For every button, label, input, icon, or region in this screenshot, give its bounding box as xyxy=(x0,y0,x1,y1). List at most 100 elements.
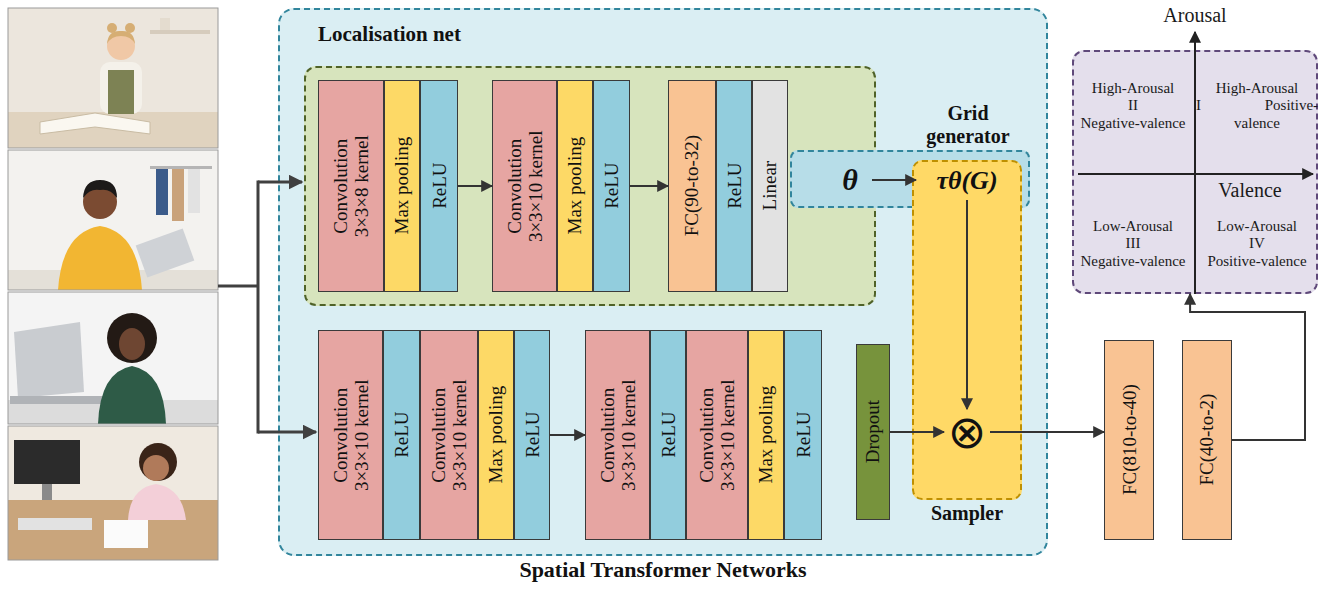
illustration-rect xyxy=(18,518,92,530)
fc-layer: FC(90-to-32) xyxy=(668,80,716,292)
relu-layer: ReLU xyxy=(716,80,752,292)
layer-label: Convolution 3×3×10 kernel xyxy=(503,125,546,247)
arousal-axis xyxy=(1194,32,1196,294)
input-arrow xyxy=(258,181,302,184)
connector-arrow xyxy=(872,179,916,181)
multiply-symbol: ⊗ xyxy=(944,409,990,455)
layer-label: ReLU xyxy=(601,163,622,209)
illustration-rect xyxy=(160,18,170,30)
illustration-rect xyxy=(8,292,218,424)
relu-layer: ReLU xyxy=(593,80,630,292)
illustration-rect xyxy=(150,30,210,34)
connector-arrow xyxy=(550,434,585,436)
layer-label: Max pooling xyxy=(564,137,585,235)
layer-label: FC(90-to-32) xyxy=(681,135,702,236)
layer-label: Max pooling xyxy=(485,386,506,484)
illustration-rect xyxy=(8,426,218,560)
layer-label: FC(40-to-2) xyxy=(1196,394,1217,486)
illustration-rect xyxy=(8,292,218,424)
illustration-circle xyxy=(107,23,117,33)
illustration-path xyxy=(83,180,117,198)
photo-girl-reading xyxy=(8,8,218,148)
connector-arrow xyxy=(966,200,968,409)
pool-layer: Max pooling xyxy=(557,80,593,292)
region-label: High-Arousal I Positive-valence xyxy=(1195,80,1320,132)
linear-layer: Linear xyxy=(752,80,788,292)
layer-label: ReLU xyxy=(723,163,744,209)
illustration-rect xyxy=(100,62,142,114)
illustration-rect xyxy=(136,228,195,277)
layer-label: Convolution 3×3×10 kernel xyxy=(329,374,372,496)
pool-layer: Max pooling xyxy=(384,80,420,292)
dropout-layer: Dropout xyxy=(856,344,890,520)
layer-label: Convolution 3×3×8 kernel xyxy=(330,125,373,247)
illustration-rect xyxy=(14,440,80,484)
conv-layer: Convolution 3×3×10 kernel xyxy=(420,330,478,540)
pool-layer: Max pooling xyxy=(478,330,514,540)
illustration-path xyxy=(58,226,142,290)
region-label: Arousal xyxy=(1163,4,1226,27)
illustration-ellipse xyxy=(119,328,145,360)
theta-symbol: θ xyxy=(828,160,872,200)
stn-region: Spatial Transformer NetworksLocalisation… xyxy=(278,8,1048,556)
illustration-rect xyxy=(8,500,218,560)
illustration-rect xyxy=(188,169,200,213)
layer-label: Convolution 3×3×10 kernel xyxy=(596,374,639,496)
connector-arrow xyxy=(630,185,668,187)
layer-label: ReLU xyxy=(391,412,412,458)
region-label: Spatial Transformer Networks xyxy=(280,557,1046,583)
input-arrow xyxy=(258,431,316,434)
connector-arrow xyxy=(990,431,1104,433)
connector-arrow xyxy=(458,185,492,187)
transform-symbol: τθ(G) xyxy=(916,162,1018,200)
illustration-rect xyxy=(108,70,134,114)
illustration-path xyxy=(40,113,150,134)
layer-label: Dropout xyxy=(862,400,883,463)
conv-layer: Convolution 3×3×10 kernel xyxy=(585,330,650,540)
relu-layer: ReLU xyxy=(784,330,822,540)
illustration-rect xyxy=(172,169,184,221)
photo-girl-desk xyxy=(8,426,218,560)
layer-label: Convolution 3×3×10 kernel xyxy=(428,374,471,496)
fc-layer: FC(40-to-2) xyxy=(1182,340,1232,540)
layer-label: Linear xyxy=(759,161,780,211)
region-label: Low-Arousal IV Positive-valence xyxy=(1195,218,1320,270)
layer-label: FC(810-to-40) xyxy=(1118,385,1139,496)
connector-arrow xyxy=(890,431,944,433)
illustration-rect xyxy=(104,520,148,548)
relu-layer: ReLU xyxy=(420,80,458,292)
layer-label: Max pooling xyxy=(391,137,412,235)
region-label: Grid generator xyxy=(918,102,1018,148)
illustration-rect xyxy=(8,426,218,560)
illustration-rect xyxy=(156,169,168,215)
photo-boy-tablet xyxy=(8,150,218,290)
illustration-rect xyxy=(42,484,52,500)
connector-arrow xyxy=(1190,294,1305,440)
layer-label: ReLU xyxy=(428,163,449,209)
relu-layer: ReLU xyxy=(383,330,420,540)
layer-label: ReLU xyxy=(792,412,813,458)
region-label: Localisation net xyxy=(318,22,461,47)
illustration-rect xyxy=(8,8,218,148)
conv-layer: Convolution 3×3×10 kernel xyxy=(686,330,748,540)
relu-layer: ReLU xyxy=(514,330,550,540)
input-wire xyxy=(218,181,258,434)
illustration-circle xyxy=(125,23,135,33)
relu-layer: ReLU xyxy=(650,330,686,540)
illustration-path xyxy=(128,484,186,520)
illustration-circle xyxy=(143,455,169,481)
region-label: Sampler xyxy=(914,502,1020,525)
conv-layer: Convolution 3×3×10 kernel xyxy=(492,80,557,292)
photo-woman-laptop xyxy=(8,292,218,424)
pool-layer: Max pooling xyxy=(748,330,784,540)
photo-illustrations xyxy=(0,0,230,597)
illustration-rect xyxy=(8,8,218,148)
valence-axis xyxy=(1078,173,1313,175)
layer-label: Max pooling xyxy=(755,386,776,484)
symbol-text: ⊗ xyxy=(948,409,987,455)
illustration-circle xyxy=(107,313,157,363)
conv-layer: Convolution 3×3×8 kernel xyxy=(318,80,384,292)
layer-label: ReLU xyxy=(521,412,542,458)
illustration-path xyxy=(98,366,166,424)
